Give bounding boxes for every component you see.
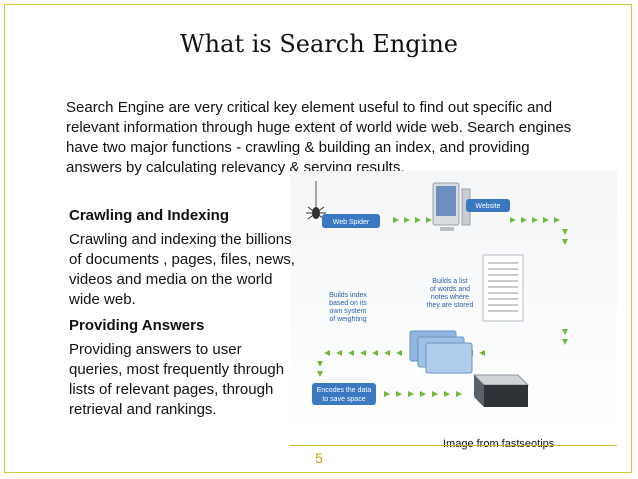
section-body-crawling: Crawling and indexing the billions of do…	[69, 231, 295, 308]
diagram-svg: Web Spider Website	[306, 181, 568, 407]
website-label: Website	[475, 203, 500, 210]
svg-text:notes where: notes where	[431, 294, 469, 301]
arrows-down-left	[317, 361, 323, 377]
website-label-box	[466, 199, 510, 212]
web-spider-label-box	[322, 214, 380, 228]
hard-drive-icon	[472, 374, 530, 407]
computer-icon	[432, 182, 471, 231]
svg-text:they are stored: they are stored	[427, 302, 474, 309]
spider-icon	[306, 181, 326, 220]
builds-list-text: Builds a list of words and notes where t…	[427, 278, 474, 309]
svg-text:of weighting: of weighting	[329, 316, 366, 323]
section-heading-crawling: Crawling and Indexing	[69, 207, 230, 224]
arrows-bottom-row	[384, 391, 462, 397]
image-caption: Image from fastseotips	[443, 438, 555, 450]
document-icon	[482, 254, 524, 322]
builds-index-text: Builds index based on its own system of …	[329, 292, 367, 323]
search-engine-diagram: Web Spider Website	[290, 171, 617, 436]
intro-paragraph: Search Engine are very critical key elem…	[66, 99, 572, 176]
svg-text:Builds index: Builds index	[329, 292, 367, 299]
page-number: 5	[315, 450, 323, 466]
section-heading-answers: Providing Answers	[69, 317, 205, 334]
arrows-down-column	[562, 229, 568, 245]
svg-text:Builds a list: Builds a list	[432, 278, 467, 285]
svg-text:based on its: based on its	[329, 300, 367, 307]
web-spider-label: Web Spider	[333, 219, 370, 226]
svg-text:own system: own system	[330, 308, 367, 315]
footer-divider	[290, 445, 617, 446]
arrows-right-row	[510, 217, 560, 223]
arrows-top-row	[393, 217, 432, 223]
folders-icon	[409, 330, 473, 374]
section-body-answers: Providing answers to user queries, most …	[69, 341, 285, 418]
encodes-label-1: Encodes the data	[317, 387, 372, 394]
encodes-label-2: to save space	[322, 396, 365, 403]
slide-border	[4, 4, 632, 473]
arrows-down-column-2	[562, 329, 568, 345]
slide-title: What is Search Engine	[180, 30, 458, 58]
encodes-label-box	[312, 383, 376, 405]
svg-text:of words and: of words and	[430, 286, 470, 293]
